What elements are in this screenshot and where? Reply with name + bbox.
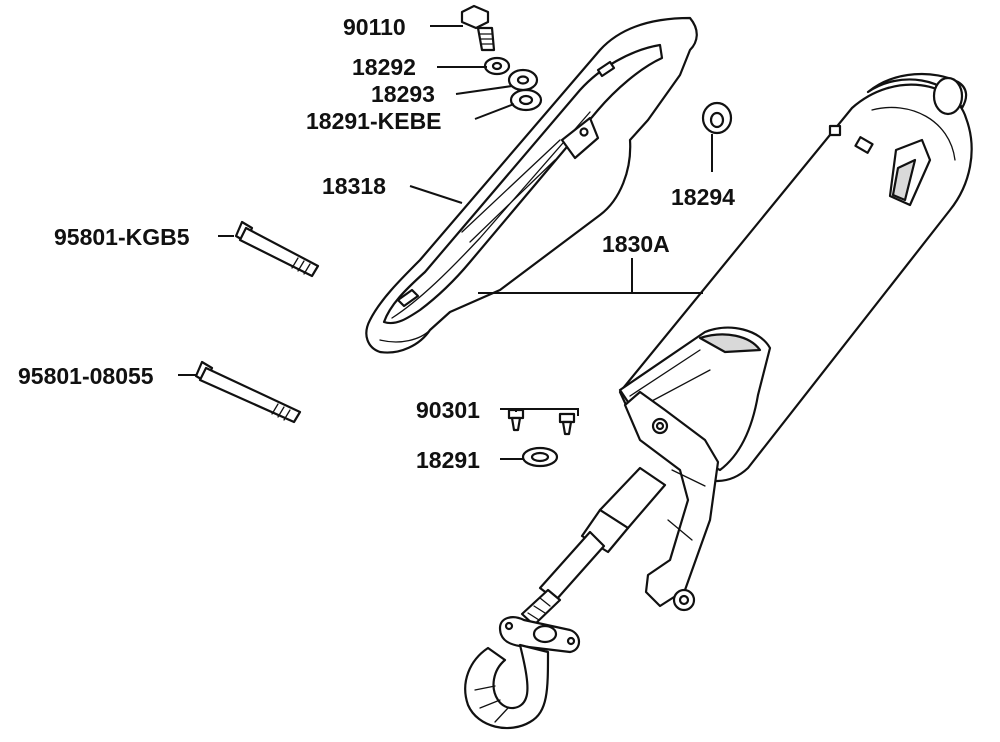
label-90301: 90301 — [416, 397, 480, 423]
leader-18291-kebe — [474, 103, 515, 120]
shield-slot-upper — [596, 60, 616, 78]
shield-crease-1 — [391, 111, 591, 319]
shield-crease-2 — [461, 139, 561, 233]
washer-18291-kebe-hole — [518, 94, 534, 106]
leader-18293 — [455, 85, 513, 95]
exhaust-pipe-thin — [538, 530, 606, 602]
shield-line-1 — [629, 349, 701, 397]
label-18291: 18291 — [416, 447, 480, 473]
bolt-90110 — [460, 4, 496, 52]
shield-crease-3 — [469, 159, 556, 243]
bend-rib-1 — [474, 685, 496, 691]
shield-mount-tab — [560, 116, 600, 160]
bolt-08055-shank — [198, 366, 302, 424]
muffler-assembly — [464, 72, 973, 730]
heat-shield-guard — [365, 16, 698, 354]
label-90110: 90110 — [343, 14, 406, 40]
muffler-tip — [932, 76, 964, 116]
arm-rib-2 — [667, 519, 693, 541]
clip-b-head — [558, 412, 576, 424]
flange-port — [532, 624, 558, 644]
muffler-front-shield-shade — [698, 333, 762, 354]
mount-eye-upper-hole — [655, 421, 665, 431]
clip-90301-b — [558, 412, 576, 436]
bend-rib-3 — [494, 707, 509, 723]
arm-rib-1 — [671, 469, 706, 487]
label-18293: 18293 — [371, 81, 435, 107]
leader-90301 — [500, 408, 579, 416]
bolt-kgb5-thread — [291, 257, 311, 275]
clip-a-pin — [510, 416, 522, 432]
label-95801-kgb5: 95801-KGB5 — [54, 224, 190, 250]
collar-18294-hole — [709, 111, 725, 129]
label-18294: 18294 — [671, 184, 735, 210]
bolt-90110-thread — [479, 33, 494, 45]
washer-18291-hole — [530, 451, 550, 463]
bolt-kgb5-shank — [238, 226, 320, 278]
bolt-95801-08055 — [194, 360, 302, 424]
bolt-95801-kgb5 — [234, 220, 320, 278]
muffler-bracket-shadow — [891, 158, 917, 202]
label-1830a: 1830A — [602, 231, 670, 257]
muffler-mount-arm — [623, 390, 720, 608]
muffler-clip — [854, 136, 874, 154]
muffler-edge-line — [871, 106, 956, 161]
pipe-rib-1 — [539, 597, 551, 607]
bolt-90110-head — [460, 4, 490, 30]
label-18292: 18292 — [352, 54, 416, 80]
heat-shield-inner — [382, 43, 664, 325]
label-18291-kebe: 18291-KEBE — [306, 108, 442, 134]
label-18318: 18318 — [322, 173, 386, 199]
clip-90301-a — [507, 408, 525, 432]
pipe-rib-3 — [527, 612, 540, 621]
washer-18293-hole — [516, 75, 530, 85]
flange-hole-left — [504, 621, 514, 631]
bolt-08055-thread — [271, 403, 291, 421]
exhaust-header-bend — [464, 643, 550, 730]
pipe-rib-2 — [533, 605, 546, 614]
clip-b-pin — [561, 420, 573, 436]
shield-lip — [379, 329, 431, 343]
shield-tab-hole — [579, 127, 589, 137]
mount-eye-lower-hole — [678, 594, 690, 606]
washer-18292-hole — [491, 61, 503, 71]
label-95801-08055: 95801-08055 — [18, 363, 154, 389]
bend-rib-2 — [479, 699, 501, 709]
shield-line-2 — [649, 369, 711, 403]
muffler-nub — [828, 124, 842, 137]
shield-slot-lower — [396, 288, 420, 308]
leader-18318 — [409, 185, 463, 204]
flange-hole-right — [566, 636, 576, 646]
